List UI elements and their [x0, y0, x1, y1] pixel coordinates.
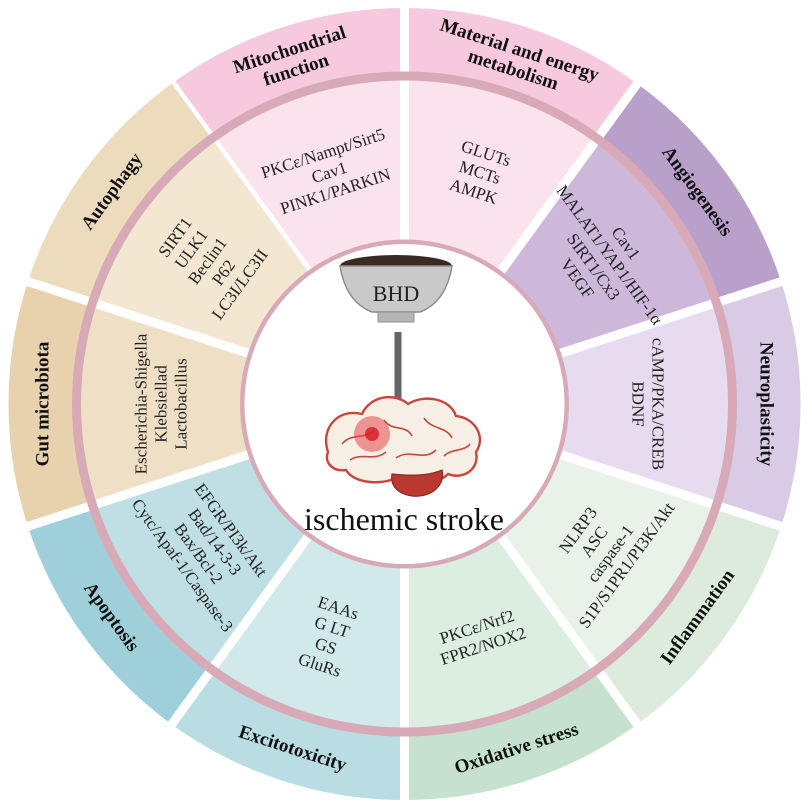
sector-outer-gut-microbiota	[8, 281, 93, 527]
center-panel: BHD ischemic stroke	[244, 244, 565, 564]
bowl-label: BHD	[373, 281, 419, 306]
sector-inner-mitochondrial-function	[211, 76, 405, 275]
inner-ring-circle	[240, 239, 569, 569]
sector-inner-material-energy-metabolism	[404, 76, 598, 275]
sector-outer-apoptosis	[27, 505, 212, 725]
cerebellum	[391, 469, 444, 497]
sector-inner-angiogenesis	[498, 138, 717, 355]
sector-separator	[494, 79, 643, 278]
sector-separator	[166, 530, 315, 729]
sector-inner-oxidative-stress	[404, 533, 598, 732]
sector-item: cAMP/PKA/CREB	[649, 338, 668, 470]
sector-item: Escherichia-Shigella	[132, 333, 151, 474]
sector-item: Lactobacillus	[172, 358, 191, 450]
sector-inner-autophagy	[92, 138, 311, 355]
sector-item: Klebsiellad	[152, 365, 171, 443]
sector-inner-neuroplasticity	[556, 302, 733, 506]
sector-outer-neuroplasticity	[716, 281, 801, 527]
sector-outer-inflammation	[597, 505, 782, 725]
sector-outer-excitotoxicity	[171, 669, 405, 800]
sector-separator	[24, 276, 254, 359]
bowl-foot	[377, 311, 415, 323]
sector-outer-mitochondrial-function	[171, 8, 405, 139]
bowl-icon: BHD	[339, 255, 453, 323]
bowl-body	[339, 265, 453, 313]
sectors-layer	[8, 6, 801, 802]
sector-separator	[24, 449, 254, 532]
sector-inner-gut-microbiota	[76, 302, 253, 506]
sector-outer-material-energy-metabolism	[404, 8, 638, 139]
brain-icon	[325, 395, 482, 497]
sector-outer-autophagy	[27, 83, 212, 303]
stroke-lesion-core	[365, 427, 379, 441]
sector-title-gut-microbiota: Gut microbiota	[33, 341, 54, 466]
sector-item: BDNF	[629, 381, 648, 426]
sector-inner-excitotoxicity	[211, 533, 405, 732]
sector-separator	[555, 276, 785, 359]
sector-separator	[494, 530, 643, 729]
sector-outer-oxidative-stress	[404, 669, 638, 800]
sector-title-line: Gut microbiota	[33, 341, 54, 466]
sector-outer-angiogenesis	[597, 83, 782, 303]
sector-title-neuroplasticity: Neuroplasticity	[756, 342, 777, 467]
sector-title-line: Neuroplasticity	[756, 342, 777, 467]
sector-inner-inflammation	[498, 453, 717, 670]
disease-label: ischemic stroke	[304, 501, 504, 537]
sector-inner-apoptosis	[92, 453, 311, 670]
sector-separator	[555, 449, 785, 532]
pink-ring-circle	[72, 71, 737, 737]
pink-ring	[72, 71, 737, 737]
